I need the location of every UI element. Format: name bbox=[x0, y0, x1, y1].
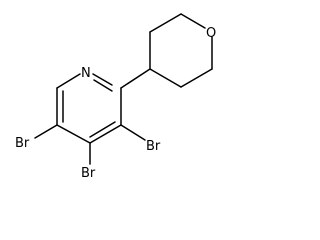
atom-label-br3: Br bbox=[146, 139, 161, 154]
atom-label-o1: O bbox=[206, 26, 216, 41]
double-bond-n1-c2 bbox=[93, 79, 113, 92]
bond-c6prime-c5prime bbox=[180, 68, 213, 88]
substituent-bonds bbox=[34, 68, 151, 165]
bond-c4-c5 bbox=[56, 124, 91, 144]
bond-c6-n1 bbox=[56, 73, 81, 89]
bond-c3prime-c2prime bbox=[149, 13, 182, 33]
bond-c3-c4 bbox=[89, 124, 122, 144]
bond-c5-br bbox=[34, 124, 58, 139]
structure-diagram: N O Br Br Br bbox=[15, 13, 216, 181]
atom-labels: N O Br Br Br bbox=[15, 26, 216, 181]
bond-c5prime-c4prime bbox=[149, 68, 182, 88]
bond-n1-c2 bbox=[92, 73, 113, 86]
atom-label-br5: Br bbox=[15, 136, 30, 151]
atom-label-n1: N bbox=[81, 66, 91, 81]
bond-c2prime-o1 bbox=[180, 13, 206, 29]
atom-label-br4: Br bbox=[81, 166, 96, 181]
double-bond-c3-c4 bbox=[89, 121, 116, 138]
bond-c2-c4prime bbox=[120, 68, 151, 89]
pyridine-ring bbox=[56, 73, 122, 144]
bond-c3-br bbox=[120, 124, 146, 141]
tetrahydropyran-ring bbox=[149, 13, 213, 88]
